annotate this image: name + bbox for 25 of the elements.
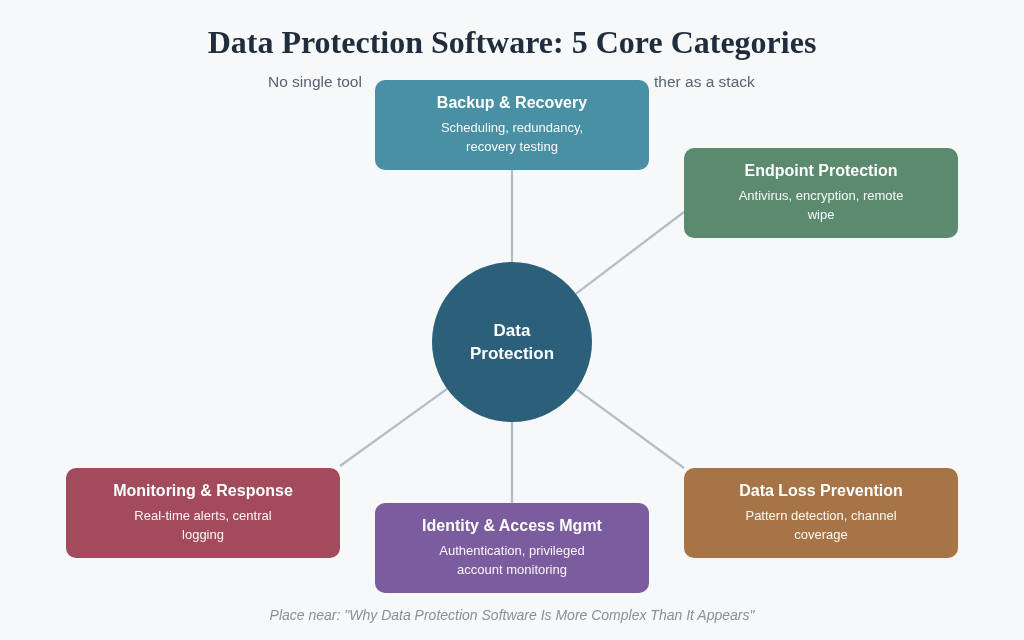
node-heading: Monitoring & Response [113,482,293,500]
node-heading: Data Loss Prevention [739,482,903,500]
node-description: Authentication, privileged account monitoring [438,542,586,579]
node-heading: Backup & Recovery [436,94,588,112]
subtitle-text: No single tool [268,73,362,91]
node-heading: Endpoint Protection [744,162,898,180]
category-box [375,80,649,170]
category-box [375,503,649,593]
node-heading: Data Protection [468,320,556,365]
caption-text: Place near: "Why Data Protection Software Is More Complex Than It Appears" [268,607,756,623]
connector-line [575,211,685,295]
category-box [684,148,958,238]
diagram-title: Data Protection Software: 5 Core Categories [206,24,818,61]
connector-line [575,388,685,469]
node-heading: Identity & Access Mgmt [422,517,602,535]
node-description: Scheduling, redundancy, recovery testing [439,119,585,156]
subtitle-text: ther as a stack [654,73,755,91]
category-box [684,468,958,558]
connector-line [510,170,514,262]
connector-line [339,387,448,467]
connector-line [510,422,514,503]
category-box [66,468,340,558]
node-description: Real-time alerts, central logging [133,507,273,544]
node-description: Antivirus, encryption, remote wipe [737,187,905,224]
node-description: Pattern detection, channel coverage [744,507,898,544]
